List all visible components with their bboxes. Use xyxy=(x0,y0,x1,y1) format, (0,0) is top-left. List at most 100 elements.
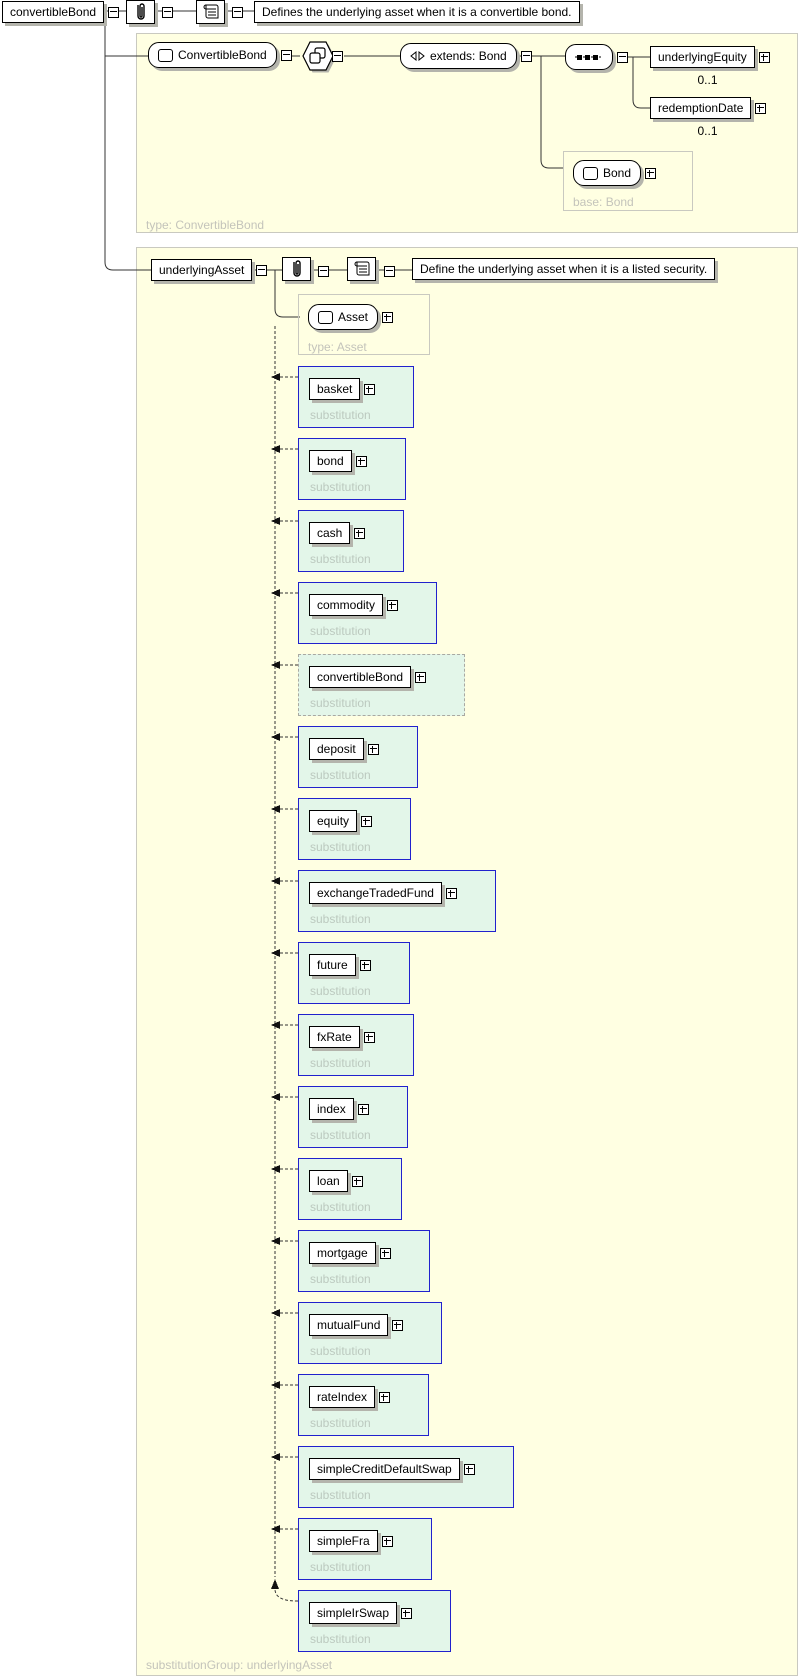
redemptionDate-expand-toggle[interactable] xyxy=(755,102,767,114)
sequence-collapse-toggle[interactable] xyxy=(617,51,628,63)
underlyingAsset-collapse-toggle[interactable] xyxy=(256,264,268,276)
expand-toggle[interactable] xyxy=(401,1607,413,1619)
element-box[interactable]: cash xyxy=(309,522,351,544)
element-box[interactable]: deposit xyxy=(309,738,364,760)
substitution-row-exchangeTradedFund[interactable]: exchangeTradedFund substitution xyxy=(298,870,496,932)
redemptionDate-cardinality: 0..1 xyxy=(697,124,718,138)
root-documentation-text: Defines the underlying asset when it is … xyxy=(254,1,580,23)
paperclip-icon xyxy=(136,3,145,20)
asset-type-box xyxy=(298,294,430,355)
documentation-collapse-toggle[interactable] xyxy=(232,7,243,18)
root-element-box[interactable]: convertibleBond xyxy=(2,1,105,23)
element-box[interactable]: rateIndex xyxy=(309,1386,376,1408)
substitution-caption: substitution xyxy=(310,1056,371,1070)
complex-type-node[interactable]: ConvertibleBond xyxy=(148,42,277,68)
element-box[interactable]: basket xyxy=(309,378,361,400)
substitution-row-loan[interactable]: loan substitution xyxy=(298,1158,402,1220)
annotation-node-2[interactable] xyxy=(282,257,311,281)
element-box[interactable]: fxRate xyxy=(309,1026,360,1048)
complex-content-collapse-toggle[interactable] xyxy=(332,51,343,62)
element-box[interactable]: simpleIrSwap xyxy=(309,1602,398,1624)
expand-toggle[interactable] xyxy=(364,383,376,395)
expand-toggle[interactable] xyxy=(387,599,399,611)
asset-type-expand-toggle[interactable] xyxy=(382,311,394,323)
annotation-node[interactable] xyxy=(126,0,155,24)
substitution-row-fxRate[interactable]: fxRate substitution xyxy=(298,1014,414,1076)
element-box[interactable]: future xyxy=(309,954,356,976)
substitution-row-simpleFra[interactable]: simpleFra substitution xyxy=(298,1518,432,1580)
substitution-caption: substitution xyxy=(310,552,371,566)
base-type-expand-toggle[interactable] xyxy=(645,167,657,179)
substitution-row-basket[interactable]: basket substitution xyxy=(298,366,415,428)
substitution-row-rateIndex[interactable]: rateIndex substitution xyxy=(298,1374,430,1436)
element-box[interactable]: loan xyxy=(309,1170,348,1192)
sequence-node[interactable] xyxy=(565,44,613,70)
expand-toggle[interactable] xyxy=(445,887,457,899)
expand-toggle[interactable] xyxy=(367,743,379,755)
substitution-row-bond[interactable]: bond substitution xyxy=(298,438,406,500)
element-box[interactable]: exchangeTradedFund xyxy=(309,882,442,904)
element-box[interactable]: mutualFund xyxy=(309,1314,389,1336)
expand-toggle[interactable] xyxy=(361,815,373,827)
type-caption: type: ConvertibleBond xyxy=(146,218,265,232)
substitution-caption: substitution xyxy=(310,1272,371,1286)
root-collapse-toggle[interactable] xyxy=(108,6,120,18)
element-box[interactable]: simpleFra xyxy=(309,1530,378,1552)
substitution-caption: substitution xyxy=(310,840,371,854)
expand-toggle[interactable] xyxy=(351,1175,363,1187)
substitution-caption: substitution xyxy=(310,768,371,782)
documentation-node-2[interactable] xyxy=(347,257,376,281)
documentation-node[interactable] xyxy=(196,0,225,24)
element-box[interactable]: bond xyxy=(309,450,352,472)
element-box[interactable]: index xyxy=(309,1098,354,1120)
substitution-row-convertibleBond-self[interactable]: convertibleBond substitution xyxy=(298,654,466,716)
expand-toggle[interactable] xyxy=(392,1319,404,1331)
expand-toggle[interactable] xyxy=(359,959,371,971)
substitution-row-mortgage[interactable]: mortgage substitution xyxy=(298,1230,430,1292)
substitution-row-commodity[interactable]: commodity substitution xyxy=(298,582,438,644)
expand-toggle[interactable] xyxy=(463,1463,475,1475)
substitution-row-equity[interactable]: equity substitution xyxy=(298,798,412,860)
paperclip-icon xyxy=(292,260,301,277)
substitution-caption: substitution xyxy=(310,1200,371,1214)
substitution-row-cash[interactable]: cash substitution xyxy=(298,510,405,572)
expand-toggle[interactable] xyxy=(415,671,427,683)
expand-toggle[interactable] xyxy=(357,1103,369,1115)
documentation-collapse-toggle-2[interactable] xyxy=(384,266,395,277)
substitution-row-mutualFund[interactable]: mutualFund substitution xyxy=(298,1302,443,1364)
element-box[interactable]: mortgage xyxy=(309,1242,376,1264)
expand-toggle[interactable] xyxy=(379,1247,391,1259)
extends-collapse-toggle[interactable] xyxy=(520,50,532,62)
asset-type-caption: type: Asset xyxy=(308,340,367,354)
expand-toggle[interactable] xyxy=(363,1031,375,1043)
expand-toggle[interactable] xyxy=(354,527,366,539)
annotation-collapse-toggle-2[interactable] xyxy=(318,266,329,277)
complex-type-icon xyxy=(318,310,333,324)
underlyingEquity-expand-toggle[interactable] xyxy=(758,51,770,63)
asset-type-node[interactable]: Asset xyxy=(308,304,379,330)
element-box[interactable]: convertibleBond xyxy=(309,666,412,688)
base-type-node[interactable]: Bond xyxy=(573,160,642,186)
expand-toggle[interactable] xyxy=(355,455,367,467)
element-box[interactable]: equity xyxy=(309,810,358,832)
base-type-label: Bond xyxy=(603,166,632,180)
element-box[interactable]: commodity xyxy=(309,594,384,616)
underlyingAsset-element-box[interactable]: underlyingAsset xyxy=(151,259,253,281)
substitution-caption: substitution xyxy=(310,480,371,494)
complex-type-collapse-toggle[interactable] xyxy=(280,49,292,61)
base-type-box xyxy=(563,151,693,211)
complex-content-node[interactable] xyxy=(300,38,336,74)
expand-toggle[interactable] xyxy=(381,1535,393,1547)
child-element-underlyingEquity[interactable]: underlyingEquity xyxy=(650,46,755,68)
substitution-row-simpleCreditDefaultSwap[interactable]: simpleCreditDefaultSwap substitution xyxy=(298,1446,514,1508)
substitution-row-future[interactable]: future substitution xyxy=(298,942,410,1004)
substitution-row-deposit[interactable]: deposit substitution xyxy=(298,726,418,788)
annotation-collapse-toggle[interactable] xyxy=(162,7,173,18)
complex-type-icon xyxy=(158,48,173,62)
element-box[interactable]: simpleCreditDefaultSwap xyxy=(309,1458,460,1480)
expand-toggle[interactable] xyxy=(379,1391,391,1403)
substitution-row-simpleIrSwap[interactable]: simpleIrSwap substitution xyxy=(298,1590,452,1652)
substitution-row-index[interactable]: index substitution xyxy=(298,1086,408,1148)
extends-node[interactable]: extends: Bond xyxy=(400,43,517,69)
child-element-redemptionDate[interactable]: redemptionDate xyxy=(650,97,752,119)
